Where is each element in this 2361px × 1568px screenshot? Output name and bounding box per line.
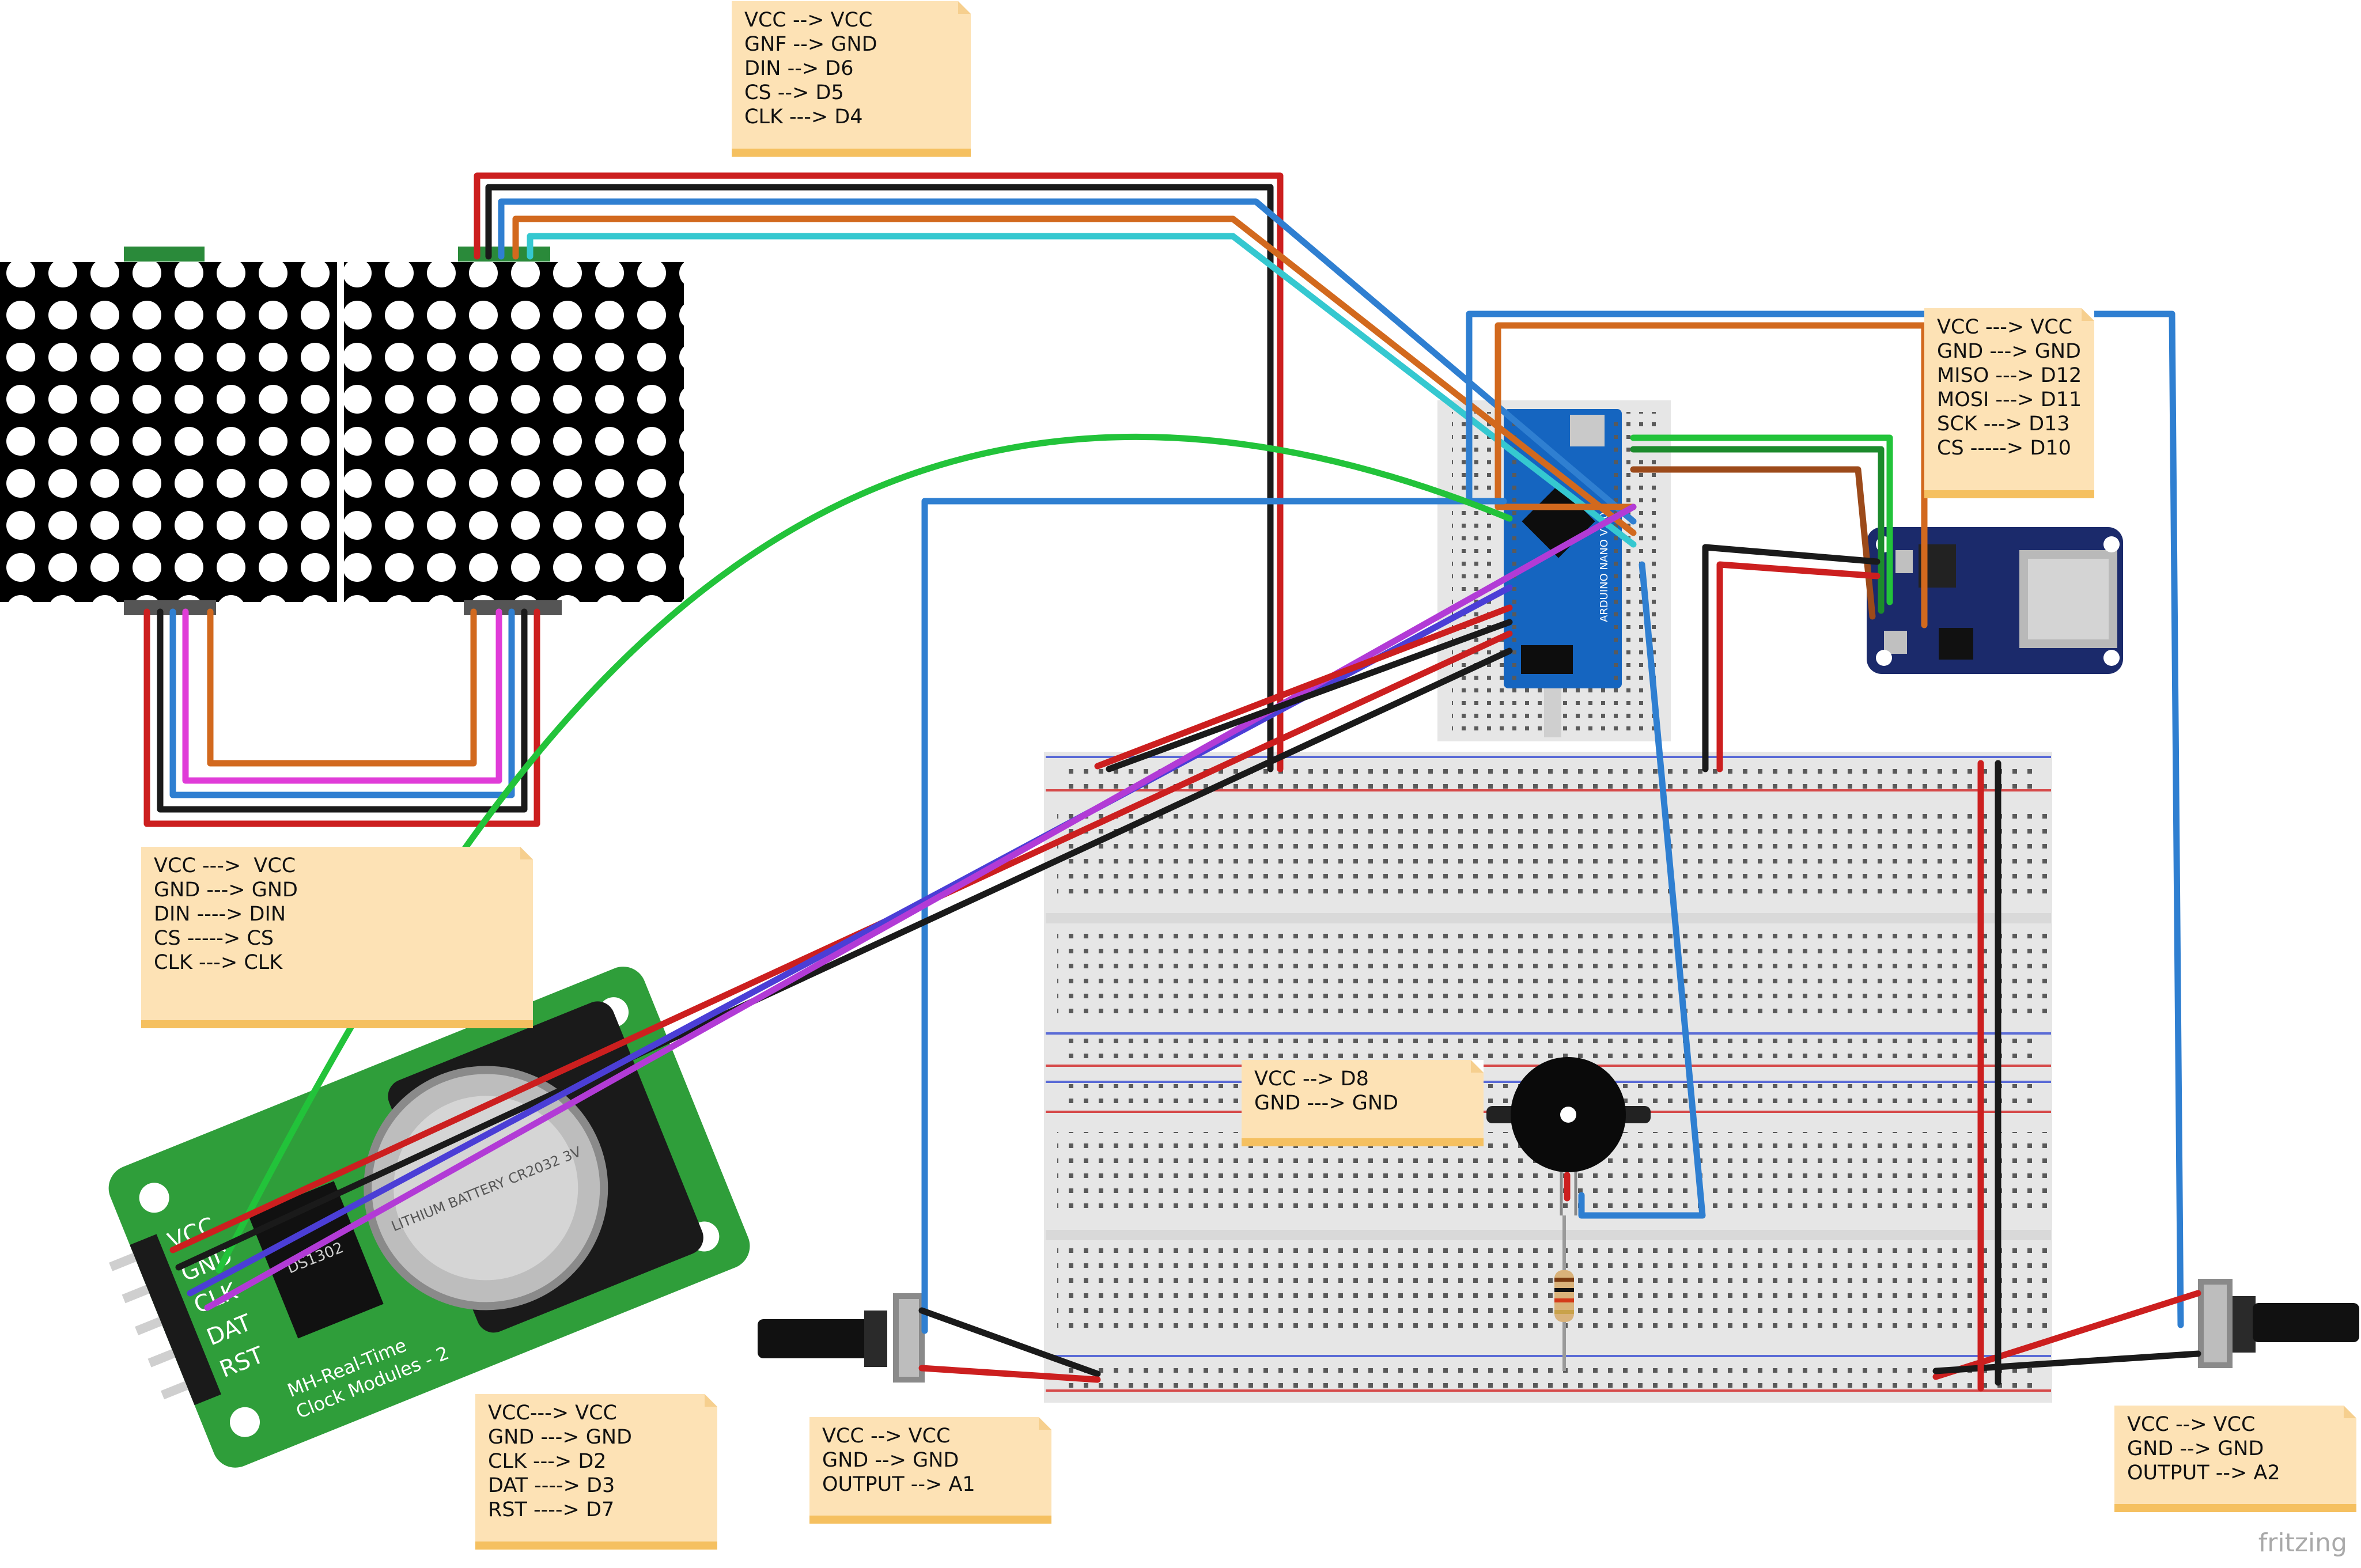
wire-sd-red — [1716, 561, 1881, 772]
resistor — [1554, 1215, 1574, 1371]
wire-link-pink — [182, 608, 502, 784]
note-pot-right: VCC --> VCC GND --> GND OUTPUT --> A2 — [2114, 1406, 2356, 1512]
wire-sd-brown — [1630, 466, 1876, 620]
note-line: GNF --> GND — [744, 33, 877, 56]
note-line: DAT ----> D3 — [488, 1474, 615, 1497]
note-matrix-link: VCC ---> VCC GND ---> GND DIN ----> DIN … — [141, 847, 533, 1028]
note-line: CS --> D5 — [744, 81, 844, 104]
wire-rtc-green — [215, 433, 1513, 1274]
note-line: RST ----> D7 — [488, 1498, 615, 1521]
note-rtc: VCC---> VCC GND ---> GND CLK ---> D2 DAT… — [475, 1394, 717, 1550]
potentiometer-left — [758, 1293, 925, 1383]
note-line: OUTPUT --> A2 — [2127, 1461, 2280, 1484]
wire-sd-darkgreen — [1630, 446, 1885, 614]
wire-link-red — [143, 608, 540, 827]
wire-blue-right-pot — [1466, 310, 2184, 1328]
note-buzzer: VCC --> D8 GND ---> GND — [1242, 1060, 1484, 1146]
wire-matrix-cs-orange — [512, 215, 1637, 536]
note-line: GND ---> GND — [1937, 340, 2081, 363]
wire-pot-left-black — [918, 1307, 1101, 1377]
wire-rtc-black — [175, 647, 1513, 1271]
wire-link-orange — [207, 608, 477, 767]
wire-buzzer-blue — [1578, 561, 1706, 1219]
sd-card-module — [1867, 527, 2123, 674]
arduino-label: ARDUINO NANO V3.0 — [1598, 512, 1610, 622]
wire-link-black — [157, 608, 528, 813]
wire-nano-black — [1106, 619, 1513, 772]
note-sd-card: VCC ---> VCC GND ---> GND MISO ---> D12 … — [1924, 308, 2094, 498]
wire-link-blue — [169, 608, 515, 798]
note-line: VCC --> D8 — [1254, 1067, 1369, 1090]
buzzer — [1486, 1057, 1651, 1215]
wire-matrix-gnd-black — [485, 184, 1274, 772]
note-line: GND ---> GND — [154, 878, 298, 902]
note-line: CS -----> D10 — [1937, 437, 2071, 460]
led-matrix-right — [344, 247, 684, 602]
note-pot-left: VCC --> VCC GND --> GND OUTPUT --> A1 — [809, 1417, 1051, 1524]
wire-matrix-vcc-red — [474, 172, 1284, 772]
note-line: CLK ---> CLK — [154, 951, 283, 974]
wire-nano-red — [1094, 604, 1513, 770]
note-line: VCC --> VCC — [744, 9, 873, 32]
led-matrix-left — [0, 247, 337, 602]
note-line: MOSI ---> D11 — [1937, 388, 2082, 411]
note-line: CS -----> CS — [154, 927, 274, 950]
wire-rtc-purple — [204, 503, 1637, 1311]
wire-matrix-clk-cyan — [527, 233, 1637, 548]
wire-matrix-din-blue — [498, 198, 1637, 525]
note-line: DIN --> D6 — [744, 57, 854, 80]
note-line: VCC ---> VCC — [1937, 316, 2073, 339]
note-matrix-top: VCC --> VCC GNF --> GND DIN --> D6 CS --… — [732, 1, 971, 157]
note-line: CLK ---> D4 — [744, 105, 863, 128]
note-line: GND --> GND — [822, 1449, 959, 1472]
note-line: CLK ---> D2 — [488, 1450, 607, 1473]
note-line: VCC --> VCC — [2127, 1413, 2256, 1436]
note-line: VCC---> VCC — [488, 1402, 617, 1425]
note-line: SCK ---> D13 — [1937, 412, 2070, 435]
wire-blue-left-pot — [921, 498, 1507, 1334]
note-line: OUTPUT --> A1 — [822, 1473, 975, 1496]
note-line: GND ---> GND — [1254, 1092, 1398, 1115]
potentiometer-right — [2198, 1279, 2359, 1368]
note-line: GND ---> GND — [488, 1426, 632, 1449]
wire-sd-black — [1702, 544, 1881, 772]
wire-sd-green — [1630, 434, 1893, 605]
note-line: GND --> GND — [2127, 1437, 2264, 1460]
note-line: MISO ---> D12 — [1937, 364, 2082, 387]
note-line: VCC --> VCC — [822, 1425, 951, 1448]
note-line: VCC ---> VCC — [154, 854, 296, 877]
wire-pot-left-red — [918, 1365, 1101, 1383]
note-line: DIN ----> DIN — [154, 903, 286, 926]
fritzing-watermark: fritzing — [2258, 1528, 2347, 1558]
